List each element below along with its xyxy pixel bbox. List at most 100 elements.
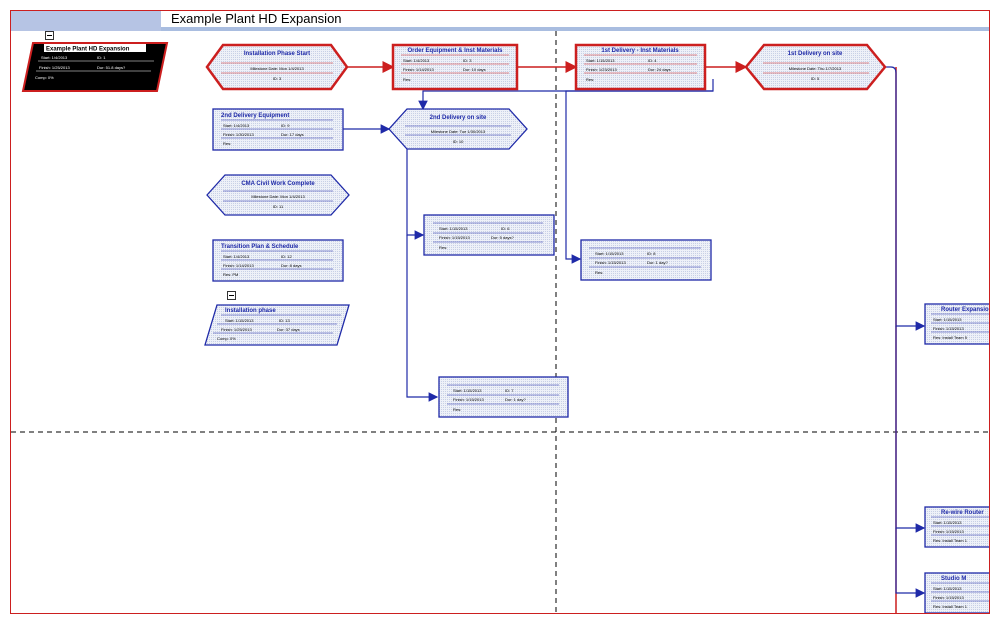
svg-text:Finish: 1/15/2013: Finish: 1/15/2013 <box>933 326 964 331</box>
svg-text:Dur: 8 days: Dur: 8 days <box>281 263 301 268</box>
node-first-delivery-inst[interactable]: 1st Delivery - Inst Materials Start: 1/1… <box>574 43 707 91</box>
svg-text:Comp: 0%: Comp: 0% <box>217 336 236 341</box>
summary-id: ID: 1 <box>97 55 106 60</box>
node-first-delivery-site[interactable]: 1st Delivery on site Milestone Date: Thu… <box>744 43 887 91</box>
title-band <box>161 27 989 31</box>
node-task-8[interactable]: Start: 1/15/2013 ID: 8 Finish: 1/15/2013… <box>580 239 712 281</box>
svg-text:Dur: 1 day?: Dur: 1 day? <box>505 397 526 402</box>
svg-text:Res:: Res: <box>453 407 461 412</box>
node-rewire-router[interactable]: Re-wire Router Start: 1/15/2013 Finish: … <box>924 506 990 548</box>
link-to-task7 <box>406 235 439 402</box>
node-installation-phase-start[interactable]: Installation Phase Start Milestone Date:… <box>205 43 349 91</box>
svg-text:Start: 1/4/2013: Start: 1/4/2013 <box>403 58 430 63</box>
network-diagram-canvas[interactable]: Example Plant HD Expansion <box>10 10 990 614</box>
svg-text:Dur: 24 days: Dur: 24 days <box>648 67 671 72</box>
svg-text:Finish: 1/15/2013: Finish: 1/15/2013 <box>453 397 484 402</box>
svg-text:ID: 5: ID: 5 <box>811 76 820 81</box>
svg-text:Res: Install Team 5: Res: Install Team 5 <box>933 335 968 340</box>
node-studio-m[interactable]: Studio M Start: 1/15/2013 Finish: 1/15/2… <box>924 572 990 613</box>
svg-text:Milestone Date: Tue 1/30/2013: Milestone Date: Tue 1/30/2013 <box>431 129 486 134</box>
summary-title: Example Plant HD Expansion <box>46 47 130 53</box>
svg-text:ID: 11: ID: 11 <box>273 204 284 209</box>
node-router-expansion[interactable]: Router Expansio Start: 1/15/2013 Finish:… <box>924 303 990 345</box>
node-installation-phase[interactable]: Installation phase Start: 1/15/2013 ID: … <box>204 304 350 346</box>
svg-text:Start: 1/4/2013: Start: 1/4/2013 <box>223 254 250 259</box>
link-to-task8 <box>565 90 713 264</box>
node-second-delivery-site[interactable]: 2nd Delivery on site Milestone Date: Tue… <box>388 108 528 150</box>
svg-text:Re-wire Router: Re-wire Router <box>941 510 984 516</box>
network-diagram: Example Plant HD Expansion Start: 1/4/20… <box>11 31 990 613</box>
svg-text:Router Expansio: Router Expansio <box>941 307 989 313</box>
svg-text:ID: 12: ID: 12 <box>281 254 292 259</box>
header-left-strip <box>11 11 161 31</box>
node-task-7[interactable]: Start: 1/15/2013 ID: 7 Finish: 1/15/2013… <box>438 376 569 418</box>
svg-text:Order Equipment & Inst Materia: Order Equipment & Inst Materials <box>407 48 503 54</box>
svg-text:ID: 6: ID: 6 <box>501 226 510 231</box>
svg-text:Res:: Res: <box>595 270 603 275</box>
collapse-minus-icon[interactable] <box>227 291 236 300</box>
svg-text:2nd Delivery Equipment: 2nd Delivery Equipment <box>221 113 289 119</box>
svg-text:ID: 4: ID: 4 <box>648 58 657 63</box>
svg-text:Res: Install Team 1: Res: Install Team 1 <box>933 538 968 543</box>
svg-text:Milestone Date: Thu 1/7/2013: Milestone Date: Thu 1/7/2013 <box>789 66 842 71</box>
svg-text:ID: 7: ID: 7 <box>505 388 514 393</box>
summary-node[interactable]: Example Plant HD Expansion Start: 1/4/20… <box>21 42 169 92</box>
svg-text:Dur: 10 days: Dur: 10 days <box>463 67 486 72</box>
svg-text:Dur: 5 days?: Dur: 5 days? <box>491 235 514 240</box>
svg-text:Start: 1/15/2013: Start: 1/15/2013 <box>933 317 962 322</box>
svg-text:Res:: Res: <box>403 77 411 82</box>
svg-text:Studio M: Studio M <box>941 576 966 582</box>
collapse-minus-icon[interactable] <box>45 31 54 40</box>
svg-text:Res:: Res: <box>223 141 231 146</box>
svg-text:Start: 1/15/2013: Start: 1/15/2013 <box>933 520 962 525</box>
svg-text:Start: 1/15/2013: Start: 1/15/2013 <box>595 251 624 256</box>
link-to-studio <box>895 528 926 598</box>
svg-text:Finish: 1/15/2013: Finish: 1/15/2013 <box>439 235 470 240</box>
svg-text:Res: PM: Res: PM <box>223 272 238 277</box>
svg-text:Finish: 1/14/2013: Finish: 1/14/2013 <box>223 263 254 268</box>
svg-text:Finish: 1/14/2013: Finish: 1/14/2013 <box>403 67 434 72</box>
diagram-title: Example Plant HD Expansion <box>171 11 342 26</box>
svg-text:Res:: Res: <box>439 245 447 250</box>
summary-comp: Comp: 0% <box>35 75 54 80</box>
svg-text:Finish: 1/23/2013: Finish: 1/23/2013 <box>586 67 617 72</box>
svg-text:1st Delivery on site: 1st Delivery on site <box>788 51 843 57</box>
summary-start: Start: 1/4/2013 <box>41 55 68 60</box>
svg-text:Dur: 1 day?: Dur: 1 day? <box>647 260 668 265</box>
title-bar <box>161 11 989 27</box>
node-transition-plan[interactable]: Transition Plan & Schedule Start: 1/4/20… <box>212 239 344 282</box>
svg-text:Milestone Date: Mon 1/4/2013: Milestone Date: Mon 1/4/2013 <box>251 194 305 199</box>
node-cma-civil[interactable]: CMA Civil Work Complete Milestone Date: … <box>206 174 350 216</box>
svg-text:ID: 8: ID: 8 <box>647 251 656 256</box>
svg-text:Res:: Res: <box>586 77 594 82</box>
svg-text:Finish: 1/30/2013: Finish: 1/30/2013 <box>223 132 254 137</box>
summary-dur: Dur: 51.8 days? <box>97 65 126 70</box>
node-task-6[interactable]: Start: 1/15/2013 ID: 6 Finish: 1/15/2013… <box>423 214 555 256</box>
svg-text:CMA Civil Work Complete: CMA Civil Work Complete <box>241 181 315 187</box>
svg-text:ID: 3: ID: 3 <box>273 76 282 81</box>
svg-text:Finish: 1/15/2013: Finish: 1/15/2013 <box>595 260 626 265</box>
svg-text:Transition Plan & Schedule: Transition Plan & Schedule <box>221 244 299 250</box>
svg-text:ID: 3: ID: 3 <box>463 58 472 63</box>
link-site-to-router <box>883 66 926 331</box>
svg-text:Start: 1/4/2013: Start: 1/4/2013 <box>223 123 250 128</box>
svg-text:Finish: 1/15/2013: Finish: 1/15/2013 <box>933 529 964 534</box>
svg-text:Start: 1/15/2013: Start: 1/15/2013 <box>453 388 482 393</box>
svg-text:Milestone Date: Mon 1/4/2013: Milestone Date: Mon 1/4/2013 <box>250 66 304 71</box>
svg-text:Dur: 17 days: Dur: 17 days <box>281 132 304 137</box>
svg-text:Start: 1/15/2013: Start: 1/15/2013 <box>586 58 615 63</box>
node-second-delivery-equipment[interactable]: 2nd Delivery Equipment Start: 1/4/2013 I… <box>212 108 344 151</box>
summary-finish: Finish: 1/25/2013 <box>39 65 70 70</box>
svg-text:Finish: 1/25/2013: Finish: 1/25/2013 <box>221 327 252 332</box>
link-to-rewire <box>895 326 926 533</box>
svg-text:Finish: 1/15/2013: Finish: 1/15/2013 <box>933 595 964 600</box>
svg-text:2nd Delivery on site: 2nd Delivery on site <box>430 115 487 121</box>
svg-text:Start: 1/15/2013: Start: 1/15/2013 <box>933 586 962 591</box>
svg-text:Installation phase: Installation phase <box>225 308 276 314</box>
svg-text:Dur: 37 days: Dur: 37 days <box>277 327 300 332</box>
svg-text:ID: 10: ID: 10 <box>453 139 464 144</box>
svg-text:ID: 13: ID: 13 <box>279 318 290 323</box>
svg-text:Start: 1/15/2013: Start: 1/15/2013 <box>439 226 468 231</box>
node-order-equipment[interactable]: Order Equipment & Inst Materials Start: … <box>391 43 519 91</box>
svg-text:ID: 9: ID: 9 <box>281 123 290 128</box>
